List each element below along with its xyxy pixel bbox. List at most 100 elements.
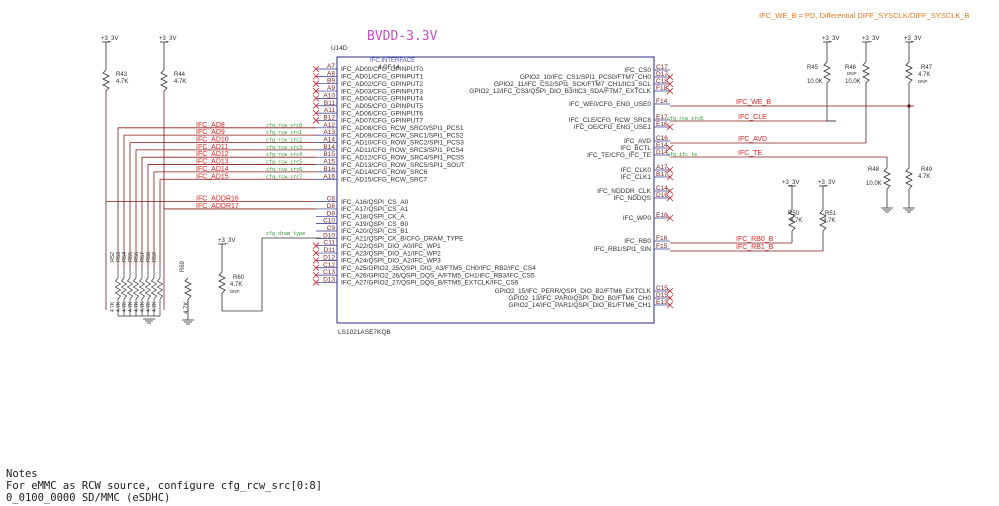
no-connect-marker	[666, 80, 674, 88]
left-pin-number: C9	[327, 225, 336, 232]
bank-resistor: R52 4.7K	[110, 252, 122, 316]
left-pin-number: A12	[323, 122, 335, 129]
left-pin-name: IFC_AD13/CFG_ROW_SRC5/SPI1_SOUT	[341, 162, 465, 169]
left-net: IFC_ADDR17	[164, 203, 316, 210]
r60-dnp: DNP	[230, 289, 240, 294]
net-label: IFC_AD9	[196, 129, 225, 136]
no-connect-marker	[666, 194, 674, 202]
right-pin-number: C18	[656, 78, 668, 85]
right-pin-number: C17	[656, 64, 668, 71]
bank-resistor-ref: R54	[122, 252, 128, 262]
r45-ref: R45	[807, 65, 819, 71]
bank-resistor-value: 4.7K	[116, 301, 122, 312]
left-pin-name: IFC_A18/QSPI_CK_A	[341, 214, 405, 221]
r43-ref: R43	[116, 72, 128, 78]
r46-supply-label: +3_3V	[862, 36, 880, 42]
bank-resistor-value: 4.7K	[152, 301, 158, 312]
part-of: 4 OF 14	[378, 65, 400, 71]
no-connect-marker	[312, 95, 320, 102]
net-label: IFC_ADDR16	[196, 196, 239, 203]
right-pin-number: B17	[656, 171, 668, 178]
left-pin-number: A16	[323, 173, 335, 180]
bank-resistor-value: 4.7K	[128, 301, 134, 312]
r44-resistor-symbol	[160, 69, 168, 92]
left-net: IFC_ADDR16	[106, 196, 316, 203]
left-pin-name: IFC_AD14/CFG_ROW_SRC6	[341, 169, 428, 176]
right-pin-number: D17	[656, 71, 668, 78]
net-label: IFC_AD11	[196, 144, 228, 151]
r44-ref: R44	[174, 72, 186, 78]
no-connect-marker	[666, 144, 674, 152]
right-pin-name: IFC_RB1/SPI1_SIN	[594, 246, 651, 253]
right-pin-name: IFC_AVD	[624, 138, 651, 145]
right-pin-number: F15	[656, 243, 668, 250]
bank-resistor-value: 4.7K	[122, 301, 128, 312]
net-rb1: IFC_RB1_B	[736, 244, 774, 251]
bank-resistor-symbol	[138, 277, 146, 300]
left-pin-number: B9	[327, 78, 335, 85]
left-pin-name: IFC_AD12/CFG_ROW_SRC4/SPI1_PCS5	[341, 154, 464, 161]
notes-title: Notes	[6, 468, 38, 480]
no-connect-marker	[312, 264, 320, 272]
right-pin-name: GPIO2_11/IFC_CS2/SPI1_SCK/FTM7_CH1/IIC3_…	[494, 81, 651, 88]
right-pin-number: E14	[656, 142, 668, 149]
r46-ref: R46	[845, 65, 857, 71]
bank-resistor-ref: R53	[116, 252, 122, 262]
bank-resistor-value: 4.7K	[110, 301, 116, 312]
cle-tag: cfg_rcw_src8	[667, 116, 703, 122]
right-pin-number: D16	[656, 192, 668, 199]
right-pin-name: IFC_CLK1	[621, 174, 652, 181]
part-number: LS1021ASE7KQB	[338, 329, 391, 336]
left-pin-name: IFC_A17/QSPI_CS_A1	[341, 206, 409, 213]
r69-ref: R69	[180, 260, 186, 272]
no-connect-marker	[312, 117, 320, 124]
r44-pullup: +3_3V R44 4.7K	[159, 36, 186, 310]
no-connect-marker	[312, 279, 320, 286]
bank-resistor-symbol	[132, 277, 140, 300]
r50-supply-label: +3_3V	[782, 180, 800, 186]
bank-resistor-ref: R55	[128, 252, 134, 262]
right-pin-number: E13	[656, 299, 668, 306]
left-pin-name: IFC_AD02/CFG_GPINPUT2	[341, 81, 423, 88]
r43-pullup: +3_3V R43 4.7K	[101, 36, 128, 310]
left-pin-name: IFC_AD11/CFG_ROW_SRC3/SPI1_PCS4	[341, 147, 464, 154]
right-pin-group: C17IFC_CS0D17GPIO2_10/IFC_CS1/SPI1_PCS0/…	[469, 64, 674, 309]
left-pin-name: IFC_A24/QSPI_DIO_A2/IFC_WP3	[341, 258, 441, 265]
right-pin-number: F18	[656, 85, 668, 92]
r47-supply-label: +3_3V	[904, 36, 922, 42]
left-pin-name: IFC_AD05/CFG_GPINPUT5	[341, 103, 423, 110]
cfg-tag: cfg_rcw_src5	[266, 160, 302, 166]
r49-ref: R49	[921, 167, 933, 173]
no-connect-marker	[666, 301, 674, 309]
net-label: IFC_AD10	[196, 137, 229, 144]
cfg-tag: cfg_rcw_src6	[266, 167, 302, 173]
left-pin-number: A15	[323, 159, 335, 166]
left-pin-number: D12	[323, 254, 335, 261]
right-pin-number: C16	[656, 135, 668, 142]
bank-resistor-ref: R52	[110, 252, 116, 262]
left-pin-number: D11	[324, 247, 336, 254]
r44-value: 4.7K	[174, 79, 186, 85]
no-connect-marker	[666, 173, 674, 181]
no-connect-marker	[312, 65, 320, 73]
left-pin-number: A11	[324, 107, 335, 114]
no-connect-marker	[312, 249, 320, 257]
r51-value: 4.7K	[823, 218, 835, 224]
right-pin-name: IFC_WE0/CFG_ENG_USE0	[569, 101, 651, 108]
left-pin-name: IFC_A22/QSPI_DIO_A0/IFC_WP1	[341, 243, 441, 250]
cfg-tag: cfg_rcw_src4	[266, 152, 302, 158]
left-pin-number: B14	[323, 144, 335, 151]
r48-ref: R48	[868, 167, 880, 173]
bank-voltage-title: BVDD-3.3V	[367, 29, 438, 44]
r51-ref: R51	[825, 211, 837, 217]
notes-line-1: For eMMC as RCW source, configure cfg_rc…	[6, 480, 323, 492]
r51-supply-label: +3_3V	[818, 180, 836, 186]
r44-supply-label: +3_3V	[159, 36, 177, 42]
net-we-b: IFC_WE_B	[736, 99, 771, 106]
